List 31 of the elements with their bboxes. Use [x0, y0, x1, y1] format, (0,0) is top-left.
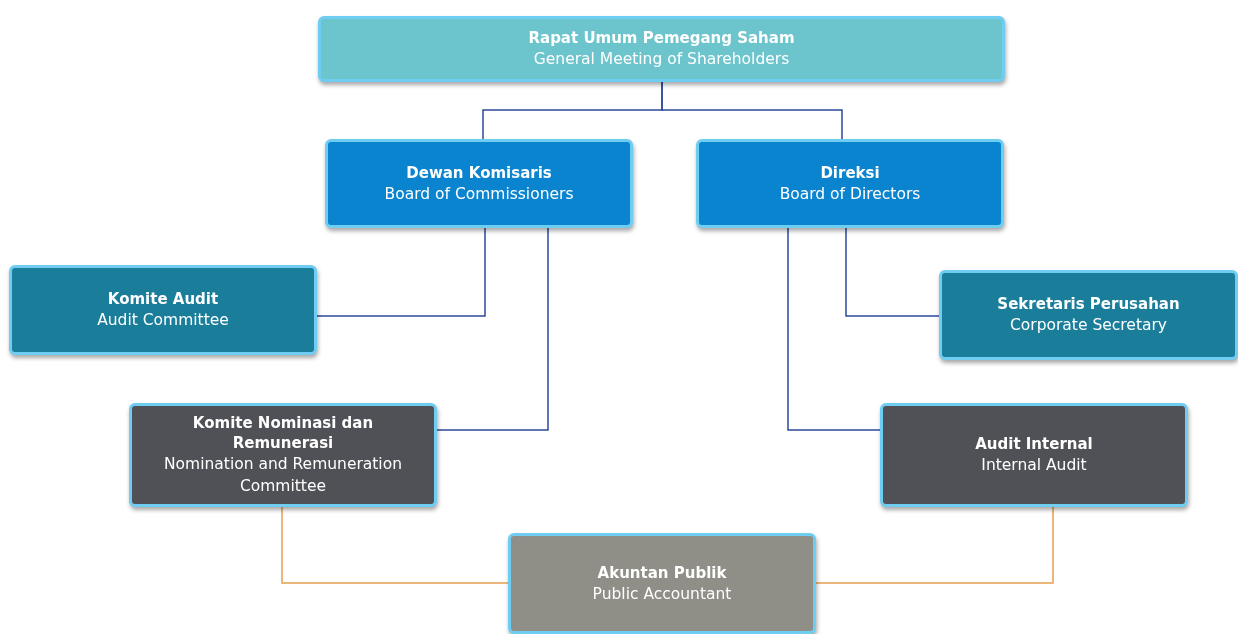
unit-title: Direksi — [820, 162, 880, 183]
org-box — [129, 403, 437, 507]
unit-subtitle: Public Accountant — [592, 583, 732, 605]
connector-line — [661, 81, 843, 140]
unit-title: Komite Nominasi dan Remunerasi — [191, 413, 375, 453]
unit-subtitle: Board of Directors — [779, 183, 921, 205]
unit-subtitle: Internal Audit — [981, 455, 1087, 476]
unit-subtitle: Board of Commissioners — [384, 183, 574, 205]
org-box — [939, 270, 1238, 360]
unit-subtitle: General Meeting of Shareholders — [533, 49, 790, 70]
unit-title: Dewan Komisaris — [406, 162, 552, 183]
org-box — [508, 533, 816, 634]
connector-line — [787, 227, 881, 431]
unit-subtitle: Nomination and Remuneration Committee — [163, 454, 403, 497]
unit-title: Rapat Umum Pemegang Saham — [528, 28, 795, 48]
connector-line — [316, 227, 486, 317]
connector-line — [815, 506, 1054, 584]
unit-subtitle: Corporate Secretary — [1010, 315, 1167, 336]
unit-subtitle: Audit Committee — [97, 310, 229, 331]
org-box — [880, 403, 1188, 507]
unit-title: Akuntan Publik — [597, 562, 727, 583]
unit-title: Sekretaris Perusahan — [997, 294, 1180, 314]
connector-line — [281, 506, 509, 584]
org-box — [9, 265, 317, 355]
unit-title: Komite Audit — [107, 289, 219, 309]
connector-line — [845, 227, 940, 317]
org-box — [696, 139, 1004, 228]
org-box — [318, 16, 1005, 82]
org-box — [325, 139, 633, 228]
connector-line — [436, 227, 549, 431]
unit-title: Audit Internal — [975, 434, 1093, 454]
